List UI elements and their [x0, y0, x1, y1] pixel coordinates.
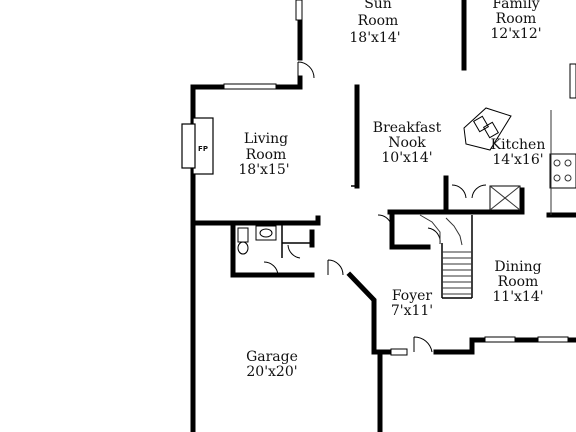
room-family-room: Family Room 12'x12': [490, 0, 541, 42]
front-door: [413, 336, 433, 353]
sun-room-name-line2: Room: [358, 13, 399, 29]
breakfast-nook-name-line1: Breakfast: [373, 120, 442, 136]
foyer-name: Foyer: [392, 288, 433, 304]
family-room-window: [569, 63, 576, 99]
garage-angled-wall: [346, 271, 377, 355]
closet-door: [287, 244, 301, 259]
sun-room-name-line1: Sun: [364, 0, 392, 12]
family-room-name-line2: Room: [496, 11, 537, 27]
breakfast-nook-name-line2: Nook: [388, 135, 426, 151]
sun-room-size: 18'x14': [349, 30, 400, 46]
family-room-size: 12'x12': [490, 26, 541, 42]
living-room-name-line2: Room: [246, 147, 287, 163]
room-dining-room: Dining Room 11'x14': [492, 259, 543, 305]
toilet-icon: [237, 225, 277, 255]
sink-icon: [463, 107, 512, 151]
foyer-sidelight: [390, 348, 408, 356]
stair-closet-door: [377, 214, 393, 229]
windows: [223, 0, 576, 356]
fireplace-label: FP: [198, 145, 208, 153]
fridge-box: [489, 185, 521, 211]
living-room-window: [223, 83, 277, 90]
room-foyer: Foyer 7'x11': [391, 288, 433, 319]
sun-room-door: [297, 61, 315, 79]
dining-window-2: [537, 336, 569, 343]
room-sun-room: Sun Room 18'x14': [349, 0, 400, 46]
room-garage: Garage 20'x20': [246, 349, 298, 380]
fireplace-icon: FP: [181, 117, 214, 175]
stove-icon: [549, 110, 576, 215]
garage-entry-door: [327, 259, 344, 276]
half-bath-door: [263, 261, 279, 276]
pantry-doors: [451, 184, 487, 199]
living-room-name-line1: Living: [244, 131, 288, 147]
family-room-name-line1: Family: [492, 0, 539, 12]
kitchen-size: 14'x16': [492, 152, 543, 168]
dining-room-name-line2: Room: [498, 274, 539, 290]
living-room-size: 18'x15': [238, 162, 289, 178]
breakfast-nook-size: 10'x14': [381, 150, 432, 166]
room-living-room: Living Room 18'x15': [238, 131, 289, 178]
walls: [190, 0, 576, 432]
room-breakfast-nook: Breakfast Nook 10'x14': [373, 120, 442, 166]
garage-size: 20'x20': [246, 364, 297, 380]
stairs-icon: [419, 214, 473, 299]
doors: [263, 61, 487, 353]
foyer-size: 7'x11': [391, 303, 433, 319]
dining-window-1: [484, 336, 516, 343]
kitchen-name: Kitchen: [491, 137, 546, 153]
room-kitchen: Kitchen 14'x16': [491, 137, 546, 168]
dining-room-name-line1: Dining: [494, 259, 541, 275]
garage-name: Garage: [246, 349, 298, 365]
dining-room-size: 11'x14': [492, 289, 543, 305]
sun-room-window: [295, 0, 303, 21]
